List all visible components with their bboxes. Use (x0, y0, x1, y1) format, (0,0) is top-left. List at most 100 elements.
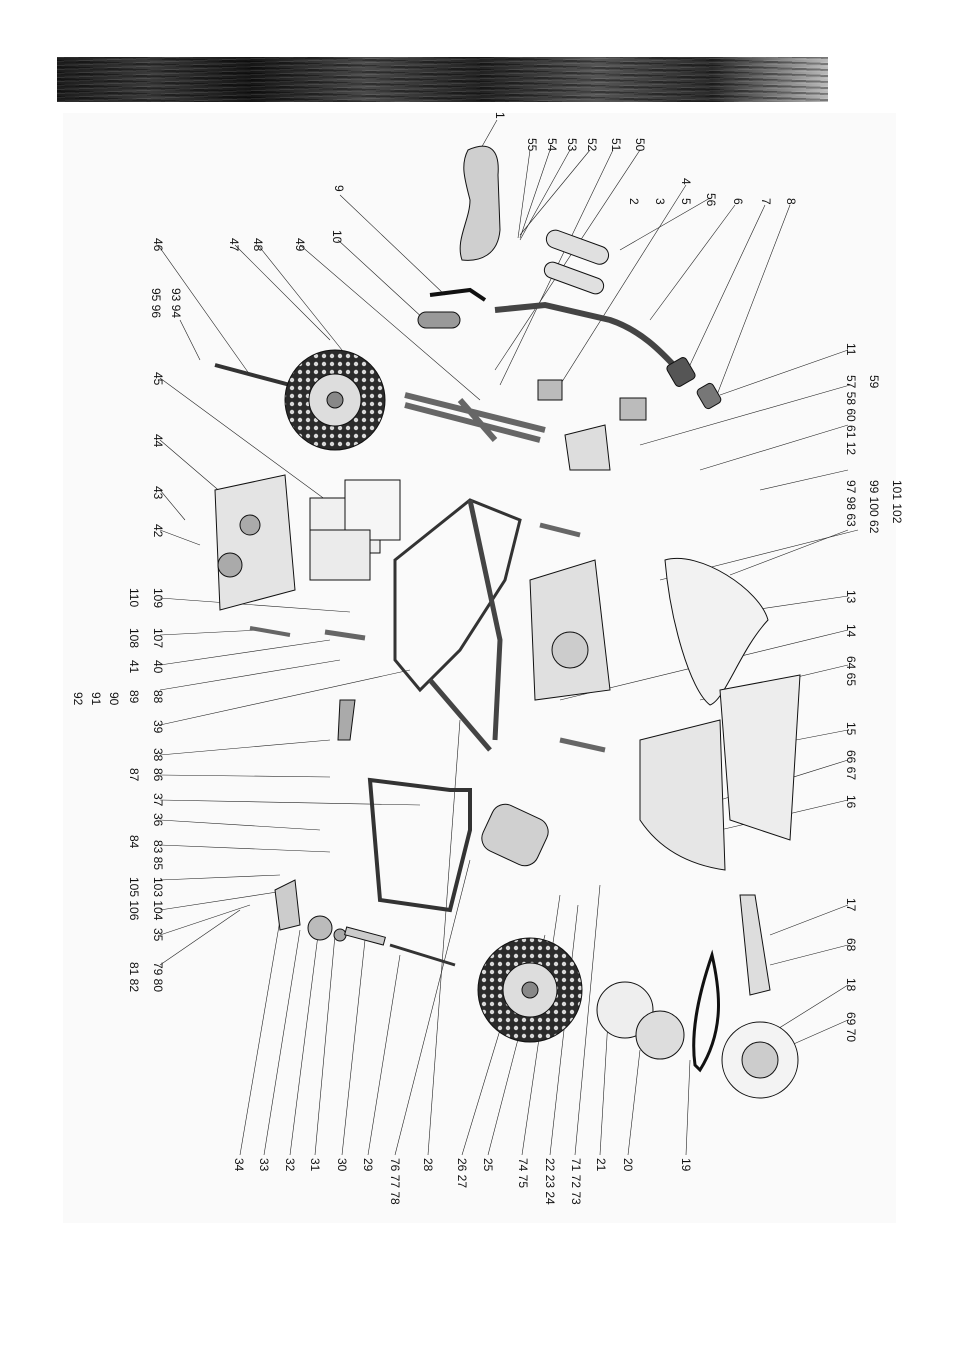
part-label: 92 (71, 692, 85, 706)
rear-bearing (307, 915, 333, 941)
part-label: 91 (89, 692, 103, 706)
handlebar-grip-right (543, 261, 605, 295)
part-label: 89 (127, 690, 141, 704)
part-label: 13 (844, 590, 858, 604)
part-label: 22 23 24 (543, 1158, 557, 1205)
suspension-spring (337, 699, 356, 741)
rear-axle (389, 943, 456, 967)
rear-hub (521, 981, 539, 999)
part-label: 103 104 (151, 877, 165, 921)
drive-chain (692, 949, 720, 1073)
clamp-1 (537, 379, 563, 401)
part-label: 83 85 (151, 840, 165, 871)
parts (214, 145, 801, 1099)
part-label: 32 (283, 1158, 297, 1172)
part-label: 42 (151, 524, 165, 538)
part-label: 5 (679, 198, 693, 205)
part-label: 26 27 (455, 1158, 469, 1189)
part-label: 7 (759, 198, 773, 205)
part-label: 3 (653, 198, 667, 205)
part-label: 25 (481, 1158, 495, 1172)
side-panel (719, 674, 801, 841)
part-label: 47 (227, 238, 241, 252)
part-label: 15 (844, 722, 858, 736)
main-frame (393, 498, 522, 693)
part-label: 43 (151, 486, 165, 500)
part-label: 49 (293, 238, 307, 252)
rear-swingarm (367, 777, 472, 913)
part-label: 84 (127, 835, 141, 849)
sprocket-hub (635, 1010, 685, 1060)
part-label: 86 (151, 768, 165, 782)
part-label: 18 (844, 978, 858, 992)
part-label: 19 (679, 1158, 693, 1172)
part-label: 66 67 (844, 750, 858, 781)
part-label: 76 77 78 (388, 1158, 402, 1205)
part-label: 16 (844, 795, 858, 809)
chain-guard (529, 559, 611, 701)
part-label: 81 82 (127, 962, 141, 993)
part-label: 11 (844, 343, 858, 356)
part-label: 107 (151, 628, 165, 649)
header-banner (57, 57, 828, 102)
part-label: 2 (627, 198, 641, 205)
part-label: 50 (633, 138, 647, 152)
part-label: 99 100 62 (867, 480, 881, 534)
part-label: 10 (330, 230, 344, 244)
part-label: 101 102 (890, 480, 904, 524)
part-label: 20 (621, 1158, 635, 1172)
part-label: 51 (609, 138, 623, 152)
part-label: 44 (151, 434, 165, 448)
part-label: 79 80 (151, 962, 165, 993)
rear-axle-sleeve (344, 926, 386, 946)
front-fork (404, 392, 546, 443)
part-label: 52 (585, 138, 599, 152)
part-label: 97 98 63 (844, 480, 858, 527)
part-label: 35 (151, 928, 165, 942)
left-grip (417, 311, 461, 329)
part-label: 34 (232, 1158, 246, 1172)
part-label: 74 75 (516, 1158, 530, 1189)
part-label: 39 (151, 720, 165, 734)
motor (481, 803, 549, 867)
rear-panel (639, 719, 726, 871)
part-label: 71 72 73 (569, 1158, 583, 1205)
part-label: 69 70 (844, 1012, 858, 1043)
seat-cover (664, 558, 769, 706)
part-label: 8 (784, 198, 798, 205)
part-label: 53 (565, 138, 579, 152)
part-label: 110 (127, 588, 141, 608)
part-label: 90 (107, 692, 121, 706)
handlebar (494, 301, 683, 375)
part-label: 59 (867, 375, 881, 389)
part-label: 28 (421, 1158, 435, 1172)
part-label: 30 (335, 1158, 349, 1172)
part-label: 109 (151, 588, 165, 609)
part-label: 88 (151, 690, 165, 704)
part-label: 36 (151, 813, 165, 827)
part-label: 57 58 60 61 12 (844, 375, 858, 456)
front-fender (459, 145, 501, 261)
part-label: 95 96 (149, 288, 163, 319)
part-label: 56 (704, 193, 718, 207)
motor-cover (214, 474, 296, 611)
battery-3 (309, 529, 371, 581)
part-label: 55 (525, 138, 539, 152)
chain-cover (739, 894, 771, 996)
part-label: 9 (332, 185, 346, 192)
handlebar-grip-left (545, 229, 610, 265)
part-label: 6 (731, 198, 745, 205)
part-label: 29 (361, 1158, 375, 1172)
frame-tube (428, 499, 503, 752)
front-axle (214, 363, 291, 387)
part-label: 38 (151, 748, 165, 762)
brake-lever (429, 287, 487, 302)
part-label: 37 (151, 793, 165, 807)
part-label: 1 (493, 112, 507, 119)
part-label: 17 (844, 898, 858, 912)
part-label: 48 (251, 238, 265, 252)
part-label: 31 (308, 1158, 322, 1172)
part-label: 41 (127, 660, 141, 674)
throttle (666, 357, 696, 387)
